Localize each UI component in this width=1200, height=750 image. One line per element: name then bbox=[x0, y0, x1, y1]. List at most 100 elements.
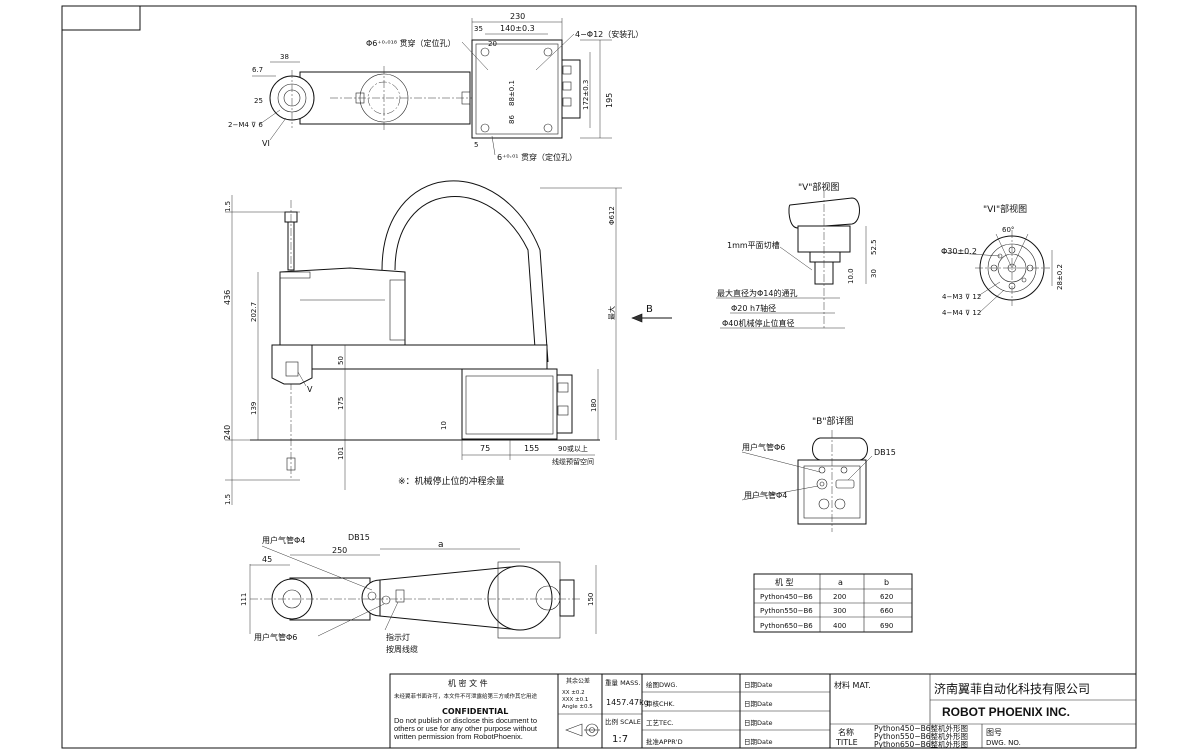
title-block: 机 密 文 件 未经翼菲书面许可，本文件不可泄露给第三方或作其它用途 CONFI… bbox=[389, 673, 1137, 749]
note-through-hole: 最大直径为Φ14的通孔 bbox=[717, 288, 797, 298]
dim-30: 30 bbox=[870, 269, 878, 278]
tol-row: XXX ±0.1 bbox=[562, 697, 588, 703]
tec-label: 工艺TEC. bbox=[646, 719, 674, 727]
dim-25: 25 bbox=[254, 97, 263, 105]
dim-5: 5 bbox=[474, 141, 478, 149]
dim-75: 75 bbox=[480, 444, 490, 453]
drawing-title: Python550−B6整机外形图 bbox=[874, 731, 968, 741]
bottom-lamp2: 按周线缆 bbox=[386, 644, 418, 654]
dim-139: 139 bbox=[250, 402, 258, 415]
dim-6-7: 6.7 bbox=[252, 66, 263, 74]
title-label: TITLE bbox=[835, 738, 858, 747]
view-mark-vi: VI bbox=[262, 139, 270, 148]
dim-250: 250 bbox=[332, 546, 347, 555]
dim-35: 35 bbox=[474, 25, 483, 33]
detail-v: "V"部视图 52.5 30 10.0 1mm平面切槽 最大直径为Φ14的通孔 … bbox=[716, 181, 878, 330]
dim-52-5: 52.5 bbox=[870, 239, 878, 255]
dim-28: 28±0.2 bbox=[1056, 264, 1064, 290]
scale-value: 1:7 bbox=[612, 734, 628, 745]
table-row-model: Python650−B6 bbox=[760, 622, 813, 630]
dwg-label: 绘图DWG. bbox=[646, 680, 678, 689]
label-90: 90或以上 bbox=[558, 444, 588, 453]
thread-m4-vi: 4−M4 ⊽ 12 bbox=[942, 309, 981, 317]
bottom-air4: 用户气管Φ4 bbox=[262, 535, 305, 545]
dim-612: Φ612 bbox=[608, 206, 616, 225]
table-row-a: 300 bbox=[833, 607, 846, 615]
date-label: 日期Date bbox=[744, 719, 773, 727]
dim-172: 172±0.3 bbox=[582, 80, 590, 110]
label-max: 最大 bbox=[607, 306, 616, 320]
top-view: 230 140±0.3 35 20 38 6.7 25 195 172±0.3 … bbox=[228, 12, 643, 162]
note-slot: 1mm平面切槽 bbox=[727, 240, 780, 250]
conf-en: CONFIDENTIAL bbox=[442, 707, 508, 716]
detail-b-air4: 用户气管Φ4 bbox=[744, 490, 787, 500]
tol-row: Angle ±0.5 bbox=[562, 704, 593, 710]
corner-box bbox=[61, 5, 141, 31]
dim-101: 101 bbox=[337, 447, 345, 460]
dim-a: a bbox=[438, 540, 444, 550]
date-label: 日期Date bbox=[744, 738, 773, 746]
projection-symbol-icon bbox=[565, 723, 600, 737]
dim-230: 230 bbox=[510, 12, 525, 21]
conf-en-note: Do not publish or disclose this document… bbox=[394, 717, 537, 741]
table-header-a: a bbox=[838, 578, 843, 587]
dim-195: 195 bbox=[605, 93, 614, 108]
dim-1-5-top: 1.5 bbox=[224, 201, 232, 212]
dim-150: 150 bbox=[587, 593, 595, 606]
table-row-b: 620 bbox=[880, 593, 893, 601]
tol-row: XX ±0.2 bbox=[562, 690, 585, 696]
angle-60: 60° bbox=[1002, 226, 1014, 234]
dim-111: 111 bbox=[240, 593, 248, 606]
drawing-title: Python450−B6整机外形图 bbox=[874, 723, 968, 733]
detail-vi-title: "VI"部视图 bbox=[983, 203, 1027, 215]
date-label: 日期Date bbox=[744, 681, 773, 689]
table-row-model: Python450−B6 bbox=[760, 593, 813, 601]
dim-140: 140±0.3 bbox=[500, 24, 535, 33]
label-cable-space: 线缆预留空间 bbox=[552, 457, 594, 466]
dim-88: 88±0.1 bbox=[508, 80, 516, 106]
dim-1-5-bottom: 1.5 bbox=[224, 494, 232, 505]
note-stop: Φ40机械停止位直径 bbox=[722, 318, 794, 328]
bottom-db15: DB15 bbox=[348, 533, 370, 542]
thread-m4: 2−M4 ⊽ 6 bbox=[228, 121, 263, 129]
table-row-b: 690 bbox=[880, 622, 893, 630]
detail-b: "B"部详图 用户气管Φ6 用户气管Φ4 DB15 bbox=[741, 415, 896, 532]
dim-240: 240 bbox=[223, 425, 232, 440]
drawing-title: Python650−B6整机外形图 bbox=[874, 739, 968, 749]
chk-label: 审核CHK. bbox=[646, 699, 675, 708]
bottom-view: 111 150 45 250 a 用户气管Φ4 DB15 用户气管Φ6 指示灯 … bbox=[240, 533, 597, 654]
side-view: 1.5 436 240 1.5 202.7 139 50 175 101 10 … bbox=[223, 180, 672, 505]
scale-label: 比例 SCALE bbox=[605, 717, 641, 726]
hole-locate-top: Φ6⁺⁰·⁰¹⁸ 贯穿（定位孔） bbox=[366, 38, 456, 48]
dim-20: 20 bbox=[488, 40, 497, 48]
dwg-no-label-en: DWG. NO. bbox=[986, 739, 1021, 747]
detail-vi: "VI"部视图 60° Φ30±0.2 28±0.2 4−M3 ⊽ 12 4−M… bbox=[941, 203, 1064, 317]
sheet-frame bbox=[61, 5, 1137, 749]
tol-label: 其余公差 bbox=[566, 677, 590, 685]
detail-v-title: "V"部视图 bbox=[798, 181, 839, 193]
table-row-a: 400 bbox=[833, 622, 846, 630]
bottom-lamp: 指示灯 bbox=[386, 632, 410, 642]
side-note: ※：机械停止位的冲程余量 bbox=[398, 475, 505, 487]
mass-value: 1457.47kg bbox=[606, 698, 649, 707]
dim-155: 155 bbox=[524, 444, 539, 453]
mass-label: 重量 MASS. bbox=[605, 679, 640, 687]
dwg-no-label: 图号 bbox=[986, 728, 1002, 737]
dim-180: 180 bbox=[590, 399, 598, 412]
detail-b-air6: 用户气管Φ6 bbox=[742, 442, 785, 452]
name-label: 名称 bbox=[838, 727, 854, 737]
dim-38: 38 bbox=[280, 53, 289, 61]
hole-locate-bottom: 6⁺⁰·⁰¹ 贯穿（定位孔） bbox=[497, 152, 577, 162]
dim-10: 10 bbox=[440, 421, 448, 430]
table-row-model: Python550−B6 bbox=[760, 607, 813, 615]
detail-b-db15: DB15 bbox=[874, 448, 896, 457]
dim-202-7: 202.7 bbox=[250, 302, 258, 322]
date-label: 日期Date bbox=[744, 700, 773, 708]
dim-175: 175 bbox=[337, 397, 345, 410]
dim-50: 50 bbox=[337, 356, 345, 365]
detail-b-title: "B"部详图 bbox=[812, 415, 853, 427]
table-header-b: b bbox=[884, 578, 889, 587]
conf-cn-note: 未经翼菲书面许可，本文件不可泄露给第三方或作其它用途 bbox=[394, 692, 538, 700]
view-mark-v: V bbox=[307, 385, 313, 394]
